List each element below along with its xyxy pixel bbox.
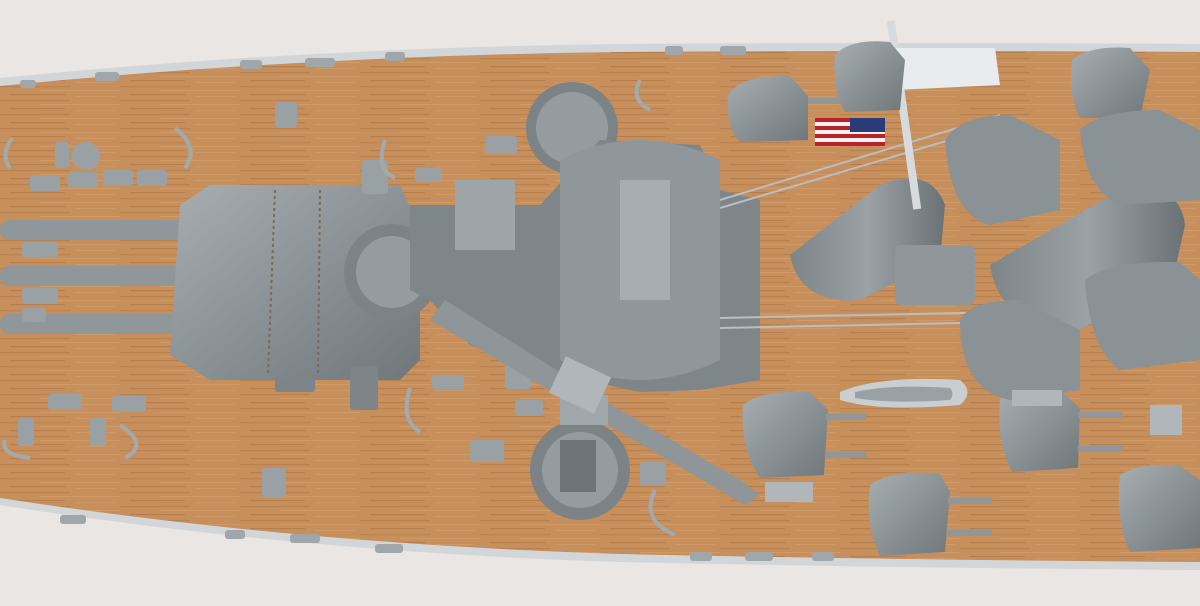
- secondary-turrets: [727, 41, 1200, 556]
- forward-main-turret: [0, 185, 420, 410]
- us-flag: [815, 118, 885, 146]
- grating-panels: [548, 356, 1182, 502]
- gun-tubs: [2, 79, 676, 537]
- ships-boat: [840, 378, 968, 408]
- funnels: [790, 178, 1185, 330]
- aa-platforms: [945, 110, 1200, 400]
- forward-deck-fittings: [18, 102, 666, 498]
